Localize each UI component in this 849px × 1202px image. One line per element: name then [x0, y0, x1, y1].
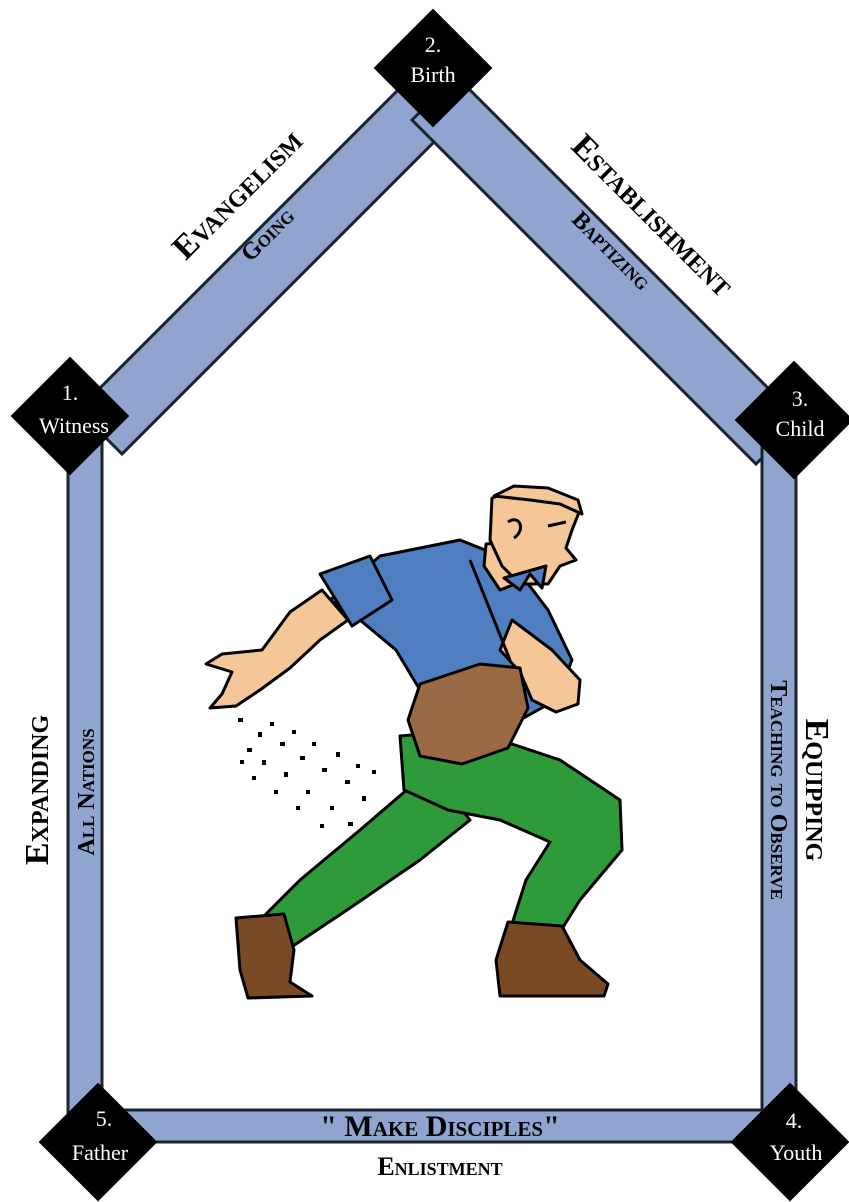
edge-enlistment-inner: " Make Disciples" [320, 1110, 560, 1143]
front-boot [496, 922, 608, 996]
node-number: 5. [96, 1106, 113, 1131]
edge-equipping-outer: Equipping [798, 719, 835, 862]
node-label: Birth [410, 62, 455, 87]
edge-establishment-bar [412, 76, 800, 464]
sower-illustration [206, 486, 622, 998]
node-father: 5. Father [39, 1083, 158, 1202]
edge-expanding-inner: All Nations [74, 728, 100, 855]
edge-evangelism-bar [78, 76, 456, 454]
node-youth: 4. Youth [731, 1083, 849, 1202]
edge-expanding-outer: Expanding [19, 715, 56, 866]
node-number: 4. [786, 1108, 803, 1133]
node-label: Father [72, 1140, 129, 1165]
node-label: Child [776, 416, 825, 441]
node-number: 3. [792, 386, 809, 411]
seeds [238, 718, 382, 828]
throwing-arm [206, 590, 348, 708]
node-number: 1. [62, 380, 79, 405]
node-number: 2. [425, 32, 442, 57]
edge-equipping-inner: Teaching to Observe [765, 680, 791, 900]
node-label: Witness [39, 413, 109, 438]
edge-enlistment-outer: Enlistment [377, 1152, 502, 1181]
node-label: Youth [770, 1140, 823, 1165]
